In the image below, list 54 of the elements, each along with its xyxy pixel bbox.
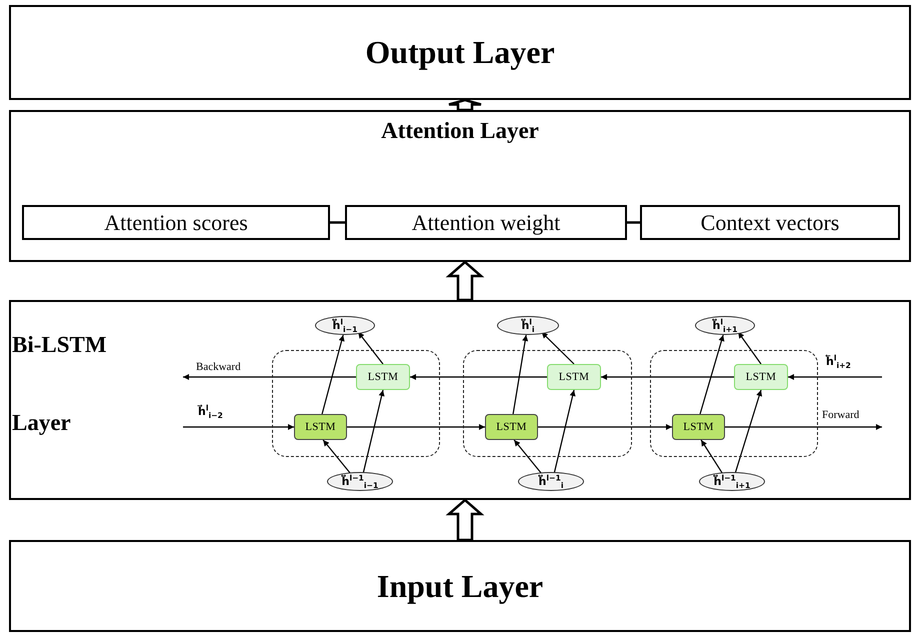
lstm-box [294,414,347,440]
arrow [734,390,762,474]
arrow [700,334,724,414]
layer-title: Attention Layer [380,118,540,144]
dashed-group-box [650,350,818,457]
arrow [554,390,576,474]
lstm-label: LSTM [368,371,398,383]
lstm-box [356,364,410,390]
layer-box [9,300,911,500]
component-box [345,205,627,240]
layer-box [9,540,911,632]
edge-label: Backward [196,361,241,373]
lstm-label: LSTM [305,421,336,433]
lstm-box [485,414,538,440]
block-arrow [446,498,484,542]
arrow [322,440,352,474]
block-arrow [448,98,482,112]
arrow [183,424,294,430]
lstm-label: LSTM [558,371,590,383]
arrow [538,424,672,430]
lstm-label: LSTM [683,421,714,433]
layer-title: Input Layer [376,568,544,604]
component-box [640,205,900,240]
arrow [322,334,345,414]
arrow [514,440,542,474]
dashed-group-box [463,350,632,457]
component-box [22,205,330,240]
lstm-label: LSTM [496,421,527,433]
arrow [347,424,485,430]
component-label: Context vectors [700,210,840,236]
component-label: Attention weight [412,210,560,236]
arrow [183,374,356,380]
lstm-label: LSTM [746,371,776,383]
arrow [362,390,385,474]
layer-title: Layer [12,410,71,436]
arrow [601,374,734,380]
layer-title: Bi-LSTM [12,332,107,358]
layer-title: Output Layer [365,34,555,71]
edge-label: Forward [822,409,860,421]
lstm-box [734,364,788,390]
dashed-group-box [272,350,440,457]
lstm-box [672,414,725,440]
arrow [410,374,547,380]
component-label: Attention scores [104,210,248,236]
arrow [512,334,528,414]
layer-box [9,110,911,262]
connector-line [627,221,640,224]
lstm-box [547,364,601,390]
arrow [725,424,882,430]
layer-box [9,5,911,100]
arrow [700,440,724,474]
connector-line [330,221,345,224]
block-arrow [446,260,484,302]
arrow [788,374,882,380]
